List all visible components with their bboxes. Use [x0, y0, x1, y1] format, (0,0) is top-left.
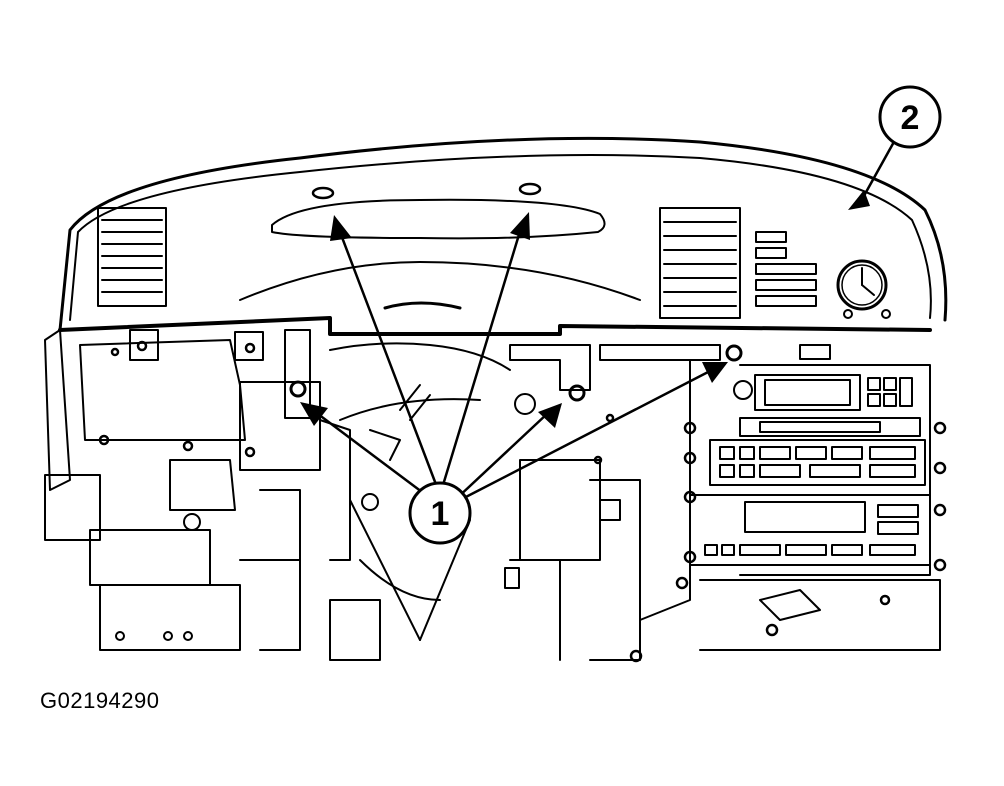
callout-2-leader — [858, 138, 897, 205]
left-support-structure — [44, 329, 351, 651]
callout-2: 2 — [878, 85, 942, 149]
callout-2-label: 2 — [901, 99, 920, 137]
figure-id: G02194290 — [40, 688, 160, 713]
callout-1-label: 1 — [431, 495, 450, 533]
instrument-panel — [58, 136, 948, 336]
clock-icon — [836, 259, 888, 311]
callout-1-leaders — [316, 226, 714, 502]
fastener-dots — [289, 344, 753, 402]
radio-climate-stack — [504, 344, 941, 661]
screw-dots — [98, 340, 947, 663]
callout-1: 1 — [408, 481, 472, 545]
